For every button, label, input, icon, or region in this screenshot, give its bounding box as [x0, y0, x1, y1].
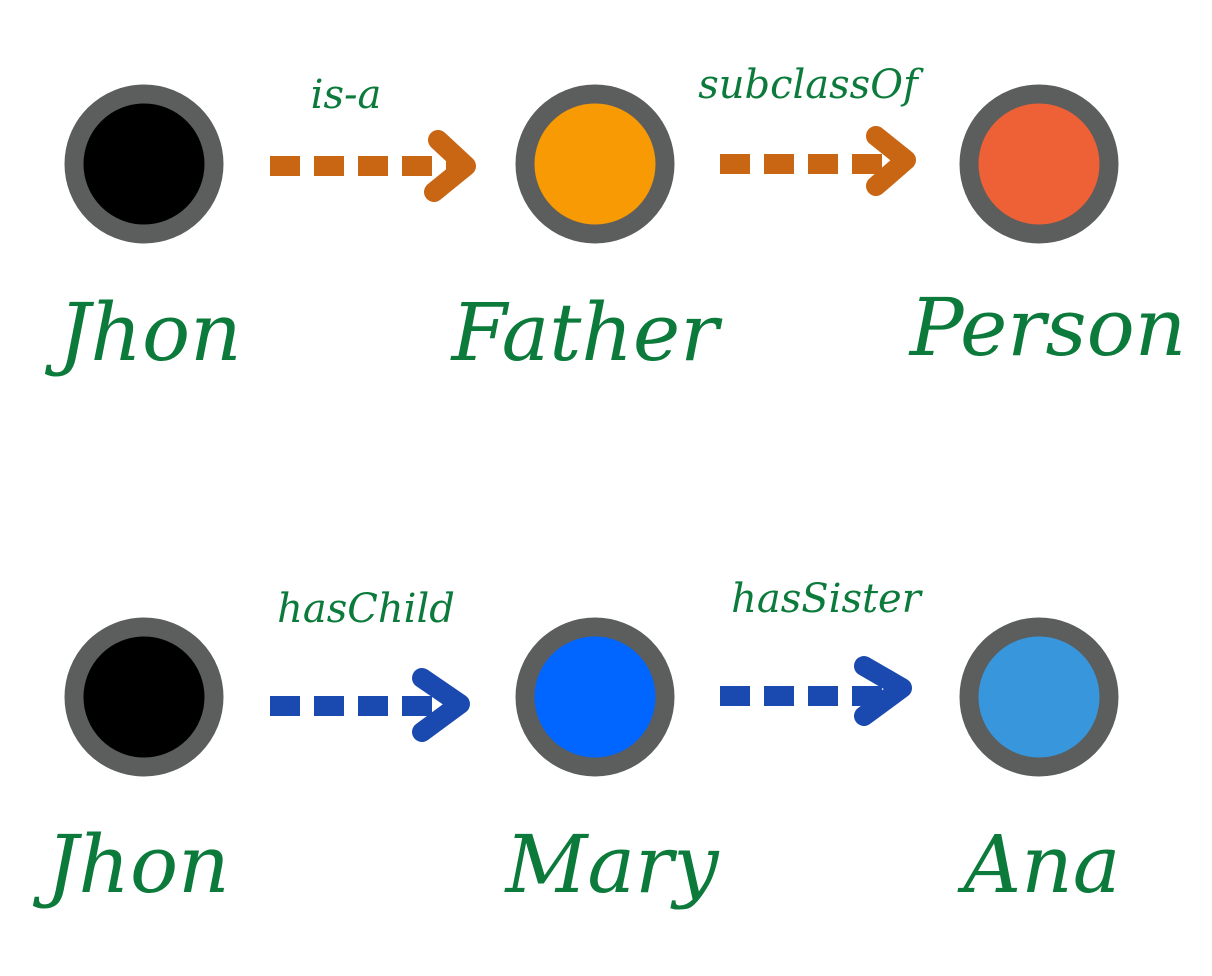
- node-ana: Ana: [957, 617, 1121, 911]
- arrowhead-icon: [866, 126, 916, 196]
- node-label-father: Father: [449, 286, 723, 379]
- node-label-person: Person: [908, 281, 1187, 374]
- node-label-jhon-2: Jhon: [32, 818, 229, 911]
- edge-subclassof: subclassOf: [698, 62, 924, 196]
- node-circle-mary: [515, 617, 675, 777]
- arrowhead-icon: [412, 668, 470, 742]
- arrowhead-icon: [854, 656, 912, 726]
- node-circle-person: [959, 84, 1119, 244]
- node-circle-jhon-1: [64, 84, 224, 244]
- node-circle-ana: [959, 617, 1119, 777]
- edge-haschild: hasChild: [270, 586, 470, 742]
- node-circle-jhon-2: [64, 617, 224, 777]
- node-person: Person: [908, 84, 1187, 374]
- node-label-jhon-1: Jhon: [44, 286, 241, 379]
- node-jhon-1: Jhon: [44, 84, 242, 379]
- node-label-mary: Mary: [503, 818, 720, 911]
- edge-label-is-a: is-a: [311, 72, 382, 118]
- edge-label-haschild: hasChild: [277, 586, 455, 632]
- node-circle-father: [515, 84, 675, 244]
- arrowhead-icon: [424, 130, 476, 202]
- node-father: Father: [449, 84, 723, 379]
- node-jhon-2: Jhon: [32, 617, 230, 911]
- node-label-ana: Ana: [957, 818, 1121, 911]
- node-mary: Mary: [503, 617, 720, 911]
- edge-is-a: is-a: [270, 72, 476, 202]
- edge-label-hassister: hasSister: [731, 576, 924, 622]
- edge-hassister: hasSister: [720, 576, 924, 726]
- edge-label-subclassof: subclassOf: [698, 62, 924, 108]
